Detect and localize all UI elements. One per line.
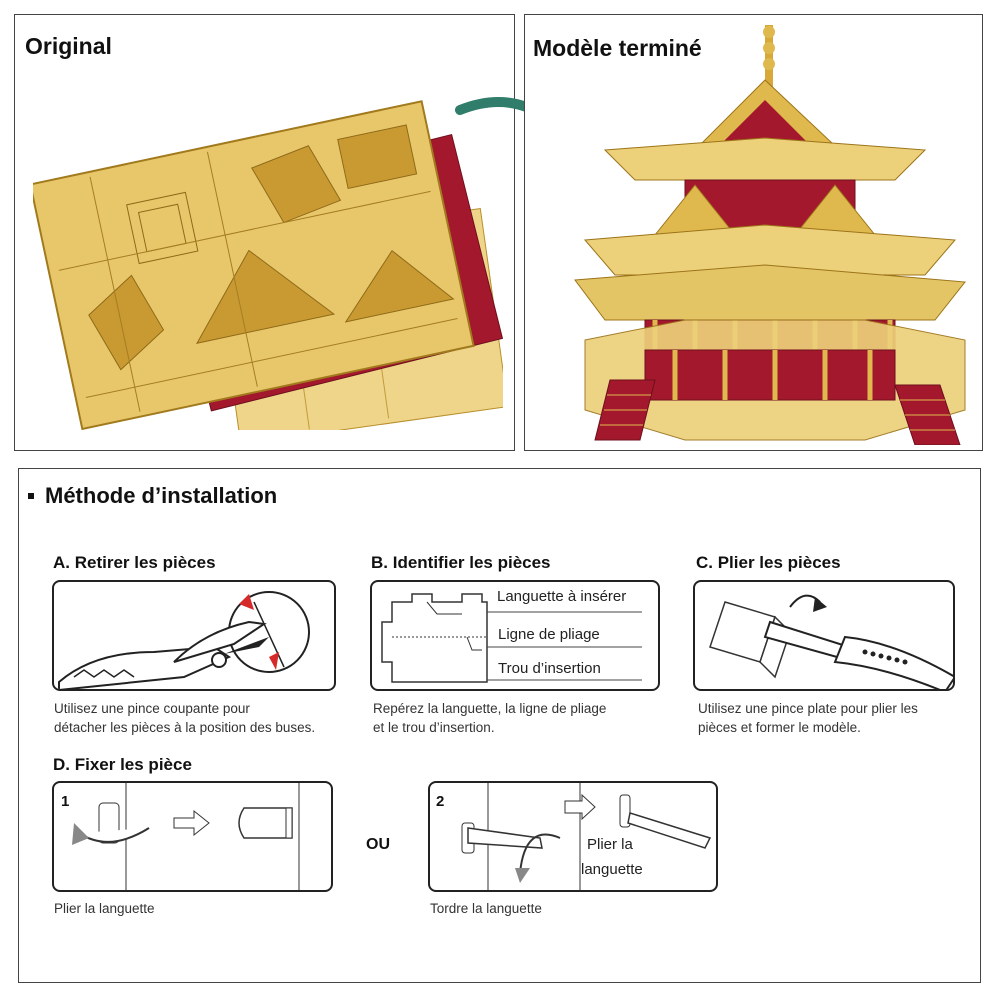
step-d-option-1-illustration bbox=[52, 781, 333, 892]
label-fold-line: Ligne de pliage bbox=[498, 626, 600, 643]
pagoda-model-image bbox=[574, 25, 966, 445]
original-title: Original bbox=[25, 33, 112, 59]
step-a-caption-1: Utilisez une pince coupante pour bbox=[54, 701, 250, 716]
finished-title: Modèle terminé bbox=[533, 35, 702, 61]
step-d-number-1: 1 bbox=[61, 793, 70, 810]
step-b-caption-2: et le trou d’insertion. bbox=[373, 720, 495, 735]
original-panel: Original bbox=[14, 14, 515, 451]
step-b-caption-1: Repérez la languette, la ligne de pliage bbox=[373, 701, 607, 716]
wire-cutter-icon bbox=[58, 591, 310, 689]
step-d-title: D. Fixer les pièce bbox=[53, 755, 192, 774]
step-d-caption-2: Tordre la languette bbox=[430, 901, 542, 916]
step-c-title: C. Plier les pièces bbox=[696, 553, 841, 572]
installation-method-panel: Méthode d’installation A. Retirer les pi… bbox=[18, 468, 981, 983]
step-d-option-2-illustration bbox=[428, 781, 718, 892]
flat-pliers-icon bbox=[709, 594, 953, 689]
finished-model-panel: Modèle terminé bbox=[524, 14, 983, 451]
section-bullet bbox=[28, 493, 34, 499]
step-a-illustration bbox=[52, 580, 336, 691]
label-tab-to-insert: Languette à insérer bbox=[497, 588, 627, 605]
part-diagram-icon bbox=[381, 593, 642, 683]
label-insertion-hole: Trou d’insertion bbox=[498, 660, 601, 677]
step-b-title: B. Identifier les pièces bbox=[371, 553, 551, 572]
step-d-caption-1: Plier la languette bbox=[54, 901, 155, 916]
step-a-caption-2: détacher les pièces à la position des bu… bbox=[54, 720, 316, 735]
bend-tab-icon bbox=[72, 783, 300, 890]
twist-tab-icon bbox=[461, 783, 712, 890]
bend-label-line2: languette bbox=[581, 861, 643, 878]
step-a-title: A. Retirer les pièces bbox=[53, 553, 216, 572]
step-d-number-2: 2 bbox=[436, 793, 445, 810]
installation-title: Méthode d’installation bbox=[45, 483, 278, 508]
step-c-caption-2: pièces et former le modèle. bbox=[698, 720, 861, 735]
bend-label-line1: Plier la bbox=[587, 836, 633, 853]
step-c-illustration bbox=[693, 580, 955, 691]
step-b-illustration bbox=[370, 580, 660, 691]
or-label: OU bbox=[366, 836, 390, 853]
metal-sheets-image bbox=[33, 100, 503, 430]
step-c-caption-1: Utilisez une pince plate pour plier les bbox=[698, 701, 918, 716]
